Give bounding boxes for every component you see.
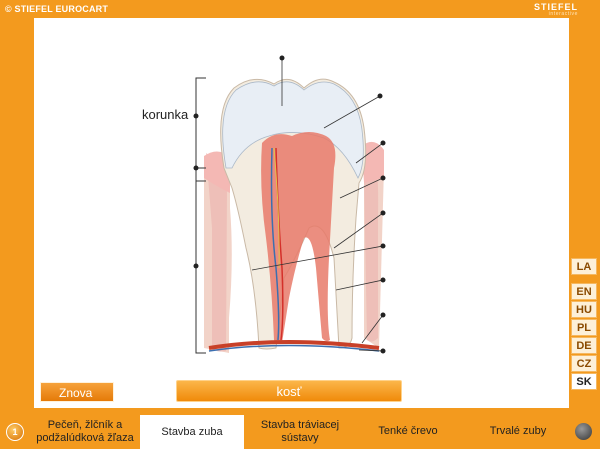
lang-cz-button[interactable]: CZ [571, 355, 597, 372]
lang-de-button[interactable]: DE [571, 337, 597, 354]
label-korunka: korunka [142, 107, 189, 122]
crown-bracket [195, 77, 206, 169]
lang-hu-button[interactable]: HU [571, 301, 597, 318]
bottom-nav: 1 Pečeň, žlčník a podžalúdková žľaza Sta… [0, 414, 600, 449]
tab-stavba-traviacej[interactable]: Stavba tráviacej sústavy [260, 418, 340, 444]
tooth-diagram [193, 55, 386, 354]
enamel [222, 81, 364, 179]
top-bar: © STIEFEL EUROCART STIEFEL interactive [0, 0, 600, 18]
brand-logo: STIEFEL interactive [534, 2, 578, 17]
tab-tenke-crevo[interactable]: Tenké črevo [378, 425, 438, 437]
pulp [261, 132, 336, 344]
brand-subtitle: interactive [548, 11, 578, 17]
tab-pecen[interactable]: Pečeň, žlčník a podžalúdková žľaza [36, 418, 134, 444]
home-icon[interactable]: 1 [6, 423, 24, 441]
tab-stavba-zuba[interactable]: Stavba zuba [140, 414, 244, 449]
lang-sk-button[interactable]: SK [571, 373, 597, 390]
language-selector: LA EN HU PL DE CZ SK [571, 258, 597, 391]
next-icon[interactable] [575, 423, 592, 440]
tab-trvale-zuby[interactable]: Trvalé zuby [489, 425, 547, 437]
content-area: korunka [34, 18, 569, 408]
lang-la-button[interactable]: LA [571, 258, 597, 275]
brand-name: STIEFEL [533, 2, 578, 12]
gum-right [362, 141, 384, 183]
lang-en-button[interactable]: EN [571, 283, 597, 300]
lang-pl-button[interactable]: PL [571, 319, 597, 336]
copyright-text: © STIEFEL EUROCART [5, 4, 109, 14]
retry-button[interactable]: Znova [40, 382, 114, 402]
answer-bar: kosť [176, 380, 402, 402]
